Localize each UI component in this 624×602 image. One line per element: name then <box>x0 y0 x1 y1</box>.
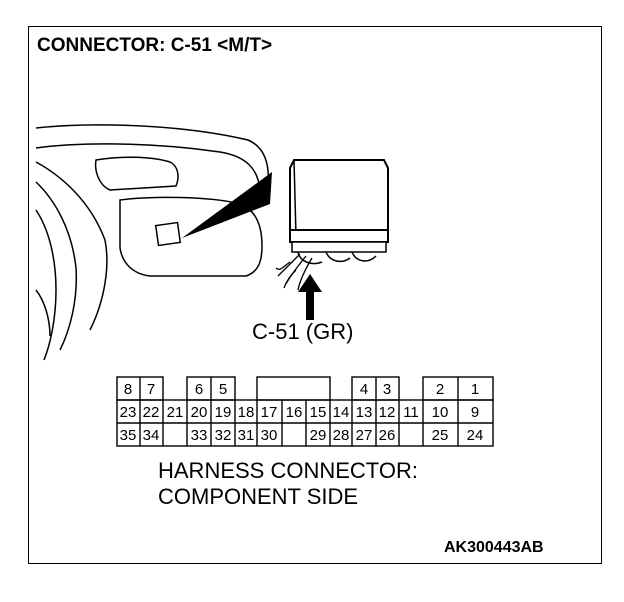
pin-1: 1 <box>471 381 479 398</box>
pin-10: 10 <box>432 404 449 421</box>
pin-24: 24 <box>467 427 484 444</box>
pin-32: 32 <box>215 427 232 444</box>
pin-14: 14 <box>333 404 350 421</box>
pin-31: 31 <box>238 427 255 444</box>
dashboard-drawing <box>35 124 270 361</box>
view-caption: HARNESS CONNECTOR: COMPONENT SIDE <box>158 458 418 510</box>
harness-wires <box>275 253 313 291</box>
pin-5: 5 <box>219 381 227 398</box>
pin-11: 11 <box>403 404 419 421</box>
pin-8: 8 <box>124 381 132 398</box>
pin-18: 18 <box>238 404 255 421</box>
leader-wedge <box>182 172 272 238</box>
relay-location-marker <box>154 221 182 247</box>
pin-17: 17 <box>261 404 278 421</box>
pin-12: 12 <box>379 404 396 421</box>
pin-6: 6 <box>195 381 203 398</box>
relay-component <box>289 159 389 265</box>
pin-13: 13 <box>356 404 373 421</box>
pin-3: 3 <box>383 381 391 398</box>
pin-4: 4 <box>360 381 368 398</box>
connector-title: CONNECTOR: C-51 <M/T> <box>37 35 273 56</box>
pin-29: 29 <box>310 427 327 444</box>
pin-25: 25 <box>432 427 449 444</box>
pin-20: 20 <box>191 404 208 421</box>
pin-33: 33 <box>191 427 208 444</box>
pin-15: 15 <box>310 404 327 421</box>
figure-frame <box>28 26 602 564</box>
caption-line-2: COMPONENT SIDE <box>158 484 359 509</box>
caption-line-1: HARNESS CONNECTOR: <box>158 458 418 483</box>
pin-34: 34 <box>143 427 160 444</box>
pin-22: 22 <box>143 404 160 421</box>
pin-30: 30 <box>261 427 278 444</box>
pin-35: 35 <box>120 427 137 444</box>
pin-19: 19 <box>215 404 232 421</box>
pin-26: 26 <box>379 427 396 444</box>
figure-id: AK300443AB <box>444 539 544 556</box>
pin-21: 21 <box>167 404 184 421</box>
pin-16: 16 <box>286 404 303 421</box>
pointer-arrow <box>298 274 322 320</box>
pin-27: 27 <box>356 427 373 444</box>
pin-7: 7 <box>147 381 155 398</box>
connector-callout-label: C-51 (GR) <box>252 319 354 344</box>
connector-pin-grid <box>116 376 494 447</box>
pin-23: 23 <box>120 404 137 421</box>
pin-9: 9 <box>471 404 479 421</box>
pin-28: 28 <box>333 427 350 444</box>
pin-2: 2 <box>436 381 444 398</box>
